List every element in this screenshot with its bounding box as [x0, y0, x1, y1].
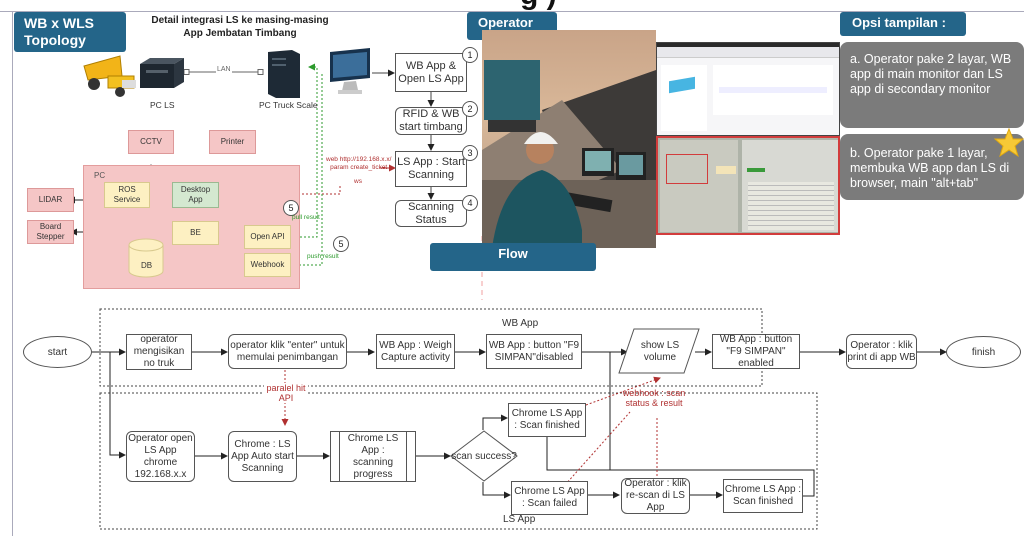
- edge-pull-result: [292, 63, 318, 238]
- topology-badge-line2: Topology: [24, 32, 86, 48]
- ls-app-browser-screenshot: [656, 42, 840, 136]
- step-4-box: Scanning Status: [395, 200, 467, 227]
- pc-truck-scale-tower-icon: [268, 50, 300, 98]
- option-a: a. Operator pake 2 layar, WB app di main…: [840, 42, 1024, 128]
- ls-node-scanning-progress: Chrome LS App : scanning progress: [330, 431, 416, 482]
- label-web-param: web http://192.168.x.x/ param create_tic…: [326, 156, 391, 172]
- wb-node-klik-enter: operator klik "enter" untuk memulai peni…: [228, 334, 347, 369]
- flow-finish: finish: [946, 336, 1021, 368]
- lane-wb-label: WB App: [502, 318, 539, 329]
- ls-node-rescan: Operator : klik re-scan di LS App: [621, 478, 690, 514]
- label-push-result: push result: [307, 253, 339, 260]
- node-ros-service: ROS Service: [104, 182, 150, 208]
- marker-step5-pull: 5: [283, 200, 299, 216]
- pc-group-label: PC: [94, 171, 106, 180]
- decision-scan-success: scan success?: [451, 450, 517, 462]
- lane-ls-label: LS App: [503, 514, 536, 525]
- ls-node-scan-finished: Chrome LS App : Scan finished: [508, 403, 586, 437]
- step-2-box: RFID & WB start timbang: [395, 107, 467, 135]
- dump-truck-icon: [83, 55, 136, 97]
- wb-node-f9-enabled: WB App : button "F9 SIMPAN" enabled: [712, 334, 800, 369]
- process-bar-left: [339, 432, 340, 481]
- star-icon: [994, 128, 1024, 158]
- wb-node-show-ls-volume-shape: [618, 328, 700, 374]
- decision-scan-success-shape: [450, 430, 518, 482]
- lan-label: LAN: [216, 66, 232, 73]
- label-param: param create_ticket: [330, 164, 388, 171]
- edge-finished-merge: [546, 437, 815, 497]
- wb-node-weigh-capture: WB App : Weigh Capture activity: [376, 334, 455, 369]
- node-webhook: Webhook: [244, 253, 291, 277]
- ls-node-rescan-finished: Chrome LS App : Scan finished: [723, 479, 803, 513]
- operator-photo: [482, 30, 656, 248]
- node-be: BE: [172, 221, 219, 245]
- topology-badge: WB x WLS Topology: [14, 12, 126, 52]
- frame-left-border: [12, 11, 13, 536]
- options-badge: Opsi tampilan :: [840, 12, 966, 36]
- page-title-cropped: g ): [0, 0, 1024, 12]
- edge-decision-fail: [482, 482, 511, 499]
- step-2-number: 2: [462, 101, 478, 117]
- flow-badge: Flow: [430, 243, 596, 271]
- wb-node-show-ls-volume: show LS volume: [640, 340, 680, 363]
- wb-desktop-app-screenshot: [656, 136, 840, 235]
- edge-webhook-fail: [564, 411, 631, 486]
- node-board-stepper: Board Stepper: [27, 220, 74, 244]
- ls-node-scanning-progress-label: Chrome LS App : scanning progress: [347, 432, 399, 480]
- node-printer: Printer: [209, 130, 256, 154]
- monitor-icon: [330, 48, 370, 94]
- topology-badge-line1: WB x WLS: [24, 15, 94, 31]
- lane-ls: [99, 392, 818, 530]
- node-cctv: CCTV: [128, 130, 174, 154]
- frame-top-border: [0, 11, 1024, 12]
- pc-truck-scale-label: PC Truck Scale: [259, 100, 318, 110]
- step-1-box: WB App & Open LS App: [395, 53, 467, 92]
- pc-ls-server-icon: [140, 58, 184, 88]
- wb-node-klik-print: Operator : klik print di app WB: [846, 334, 917, 369]
- pc-ls-label: PC LS: [150, 100, 175, 110]
- label-pull-result: pull result: [292, 214, 320, 221]
- ls-node-scan-failed: Chrome LS App : Scan failed: [511, 481, 588, 515]
- topology-heading-line1: Detail integrasi LS ke masing-masing: [151, 15, 329, 26]
- label-web-url: web http://192.168.x.x/: [326, 156, 392, 163]
- topology-heading: Detail integrasi LS ke masing-masing App…: [150, 14, 330, 40]
- edge-decision-success: [482, 414, 508, 430]
- ls-node-auto-start-scanning: Chrome : LS App Auto start Scanning: [228, 431, 297, 482]
- node-desktop-app: Desktop App: [172, 182, 219, 208]
- wb-node-f9-disabled: WB App : button "F9 SIMPAN"disabled: [486, 334, 582, 369]
- step-4-number: 4: [462, 195, 478, 211]
- edge-webhook-success: [585, 376, 661, 406]
- flow-start: start: [23, 336, 92, 368]
- label-ws: ws: [354, 178, 362, 185]
- annotation-webhook-scan-status: webhook : scan status & result: [622, 388, 686, 408]
- wb-node-mengisikan-no-truk: operator mengisikan no truk: [126, 334, 192, 370]
- step-1-number: 1: [462, 47, 478, 63]
- node-open-api: Open API: [244, 225, 291, 249]
- node-lidar: LIDAR: [27, 188, 74, 212]
- page-title-text: g ): [520, 0, 557, 12]
- ls-node-open-ls-app: Operator open LS App chrome 192.168.x.x: [126, 431, 195, 482]
- annotation-paralel-hit-api: paralel hit API: [264, 383, 308, 403]
- step-3-box: LS App : Start Scanning: [395, 151, 467, 187]
- step-3-number: 3: [462, 145, 478, 161]
- option-b: b. Operator pake 1 layar, membuka WB app…: [840, 134, 1024, 200]
- marker-step5-push: 5: [333, 236, 349, 252]
- topology-heading-line2: App Jembatan Timbang: [183, 28, 297, 39]
- edge-start-ls: [109, 352, 126, 459]
- process-bar-right: [406, 432, 407, 481]
- database-icon: [128, 238, 164, 278]
- node-db-label: DB: [141, 261, 153, 270]
